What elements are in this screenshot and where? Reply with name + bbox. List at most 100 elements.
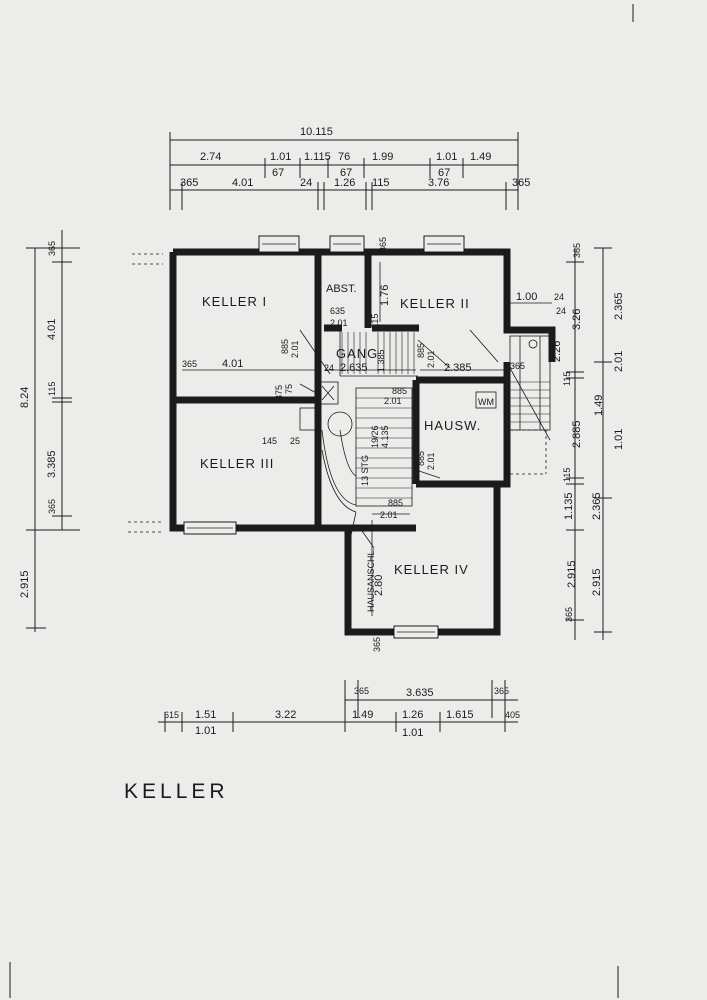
stair-steps-label: 13 STG [360, 455, 370, 486]
dim-top-365a: 365 [180, 177, 198, 189]
stair-length-label: 4.135 [380, 425, 390, 448]
dim-top-101a: 1.01 [270, 151, 291, 163]
room-labels: KELLER I KELLER II KELLER III KELLER IV … [200, 283, 494, 612]
dim-inner-2635: 2.635 [340, 362, 368, 374]
flue-objects [299, 381, 497, 437]
bottom-dimensions: 365 3.635 365 615 1.51 3.22 1.49 1.26 1.… [158, 680, 520, 739]
dim-top-24: 24 [300, 177, 312, 189]
dim-right-2885: 2.885 [571, 420, 583, 448]
left-dimensions: 8.24 2.915 365 4.01 115 3.385 365 [19, 230, 80, 632]
room-keller-3-label: KELLER III [200, 456, 274, 471]
crop-marks [9, 4, 634, 998]
dim-inner-401: 4.01 [222, 358, 243, 370]
dim-inner-1385: 1.385 [376, 349, 386, 372]
dim-bottom-615: 615 [164, 710, 179, 720]
stair-ratio-label: 19/26 [370, 425, 380, 448]
dim-right-101: 1.01 [613, 429, 625, 450]
inner-dimensions: 365 4.01 2.635 24 2.385 365 1.76 1.00 24… [182, 237, 572, 652]
walls [169, 248, 556, 636]
dim-inner-201e: 2.01 [426, 452, 436, 470]
dim-left-115: 115 [47, 382, 57, 396]
dim-inner-115a: 115 [370, 314, 380, 328]
stair-hatching [299, 329, 418, 377]
dim-right-2365b: 2.365 [591, 492, 603, 520]
dim-inner-201f: 2.01 [380, 510, 398, 520]
dim-inner-145: 145 [262, 436, 277, 446]
dim-bottom-101b: 1.01 [402, 727, 423, 739]
dim-top-274: 2.74 [200, 151, 221, 163]
dim-top-67a: 67 [272, 167, 284, 179]
dim-inner-885d: 885 [416, 451, 426, 466]
dim-right-365a: 365 [572, 243, 582, 258]
dim-inner-115c: 115 [562, 468, 572, 482]
dim-right-201: 2.01 [613, 351, 625, 372]
room-keller-1-label: KELLER I [202, 294, 267, 309]
dim-left-3385: 3.385 [46, 450, 58, 478]
exterior-stair [509, 335, 551, 441]
dim-bottom-365b: 365 [494, 686, 509, 696]
room-hausw-label: HAUSW. [424, 418, 481, 433]
dim-bottom-365a: 365 [354, 686, 369, 696]
dim-right-365b: 365 [564, 607, 574, 622]
dim-inner-365c: 365 [378, 237, 388, 252]
dim-bottom-405: 405 [505, 710, 520, 720]
dim-right-2365a: 2.365 [613, 292, 625, 320]
dim-inner-201b: 2.01 [330, 318, 348, 328]
dim-left-365b: 365 [47, 499, 57, 514]
dim-bottom-151: 1.51 [195, 709, 216, 721]
dim-bottom-322: 3.22 [275, 709, 296, 721]
basement-stair [321, 387, 413, 541]
dim-inner-176: 1.76 [379, 285, 391, 306]
room-gang-label: GANG [336, 346, 378, 361]
dim-inner-75: 75 [284, 384, 294, 394]
dim-right-2915b: 2.915 [566, 560, 578, 588]
dim-inner-375: 375 [274, 385, 284, 400]
dim-inner-885c: 885 [416, 343, 426, 358]
dim-inner-365b: 365 [510, 361, 525, 371]
dim-right-326: 3.26 [571, 309, 583, 330]
room-keller-4-label: KELLER IV [394, 562, 469, 577]
dim-inner-201c: 2.01 [384, 396, 402, 406]
dim-top-67c: 67 [438, 167, 450, 179]
dim-inner-280: 2.80 [373, 575, 385, 596]
dim-inner-201d: 2.01 [426, 350, 436, 368]
top-dimensions: 10.115 2.74 1.01 1.115 76 1.99 1.01 1.49… [169, 126, 530, 210]
washing-machine-label: WM [478, 397, 494, 407]
dim-inner-25: 25 [290, 436, 300, 446]
dim-top-126: 1.26 [334, 177, 355, 189]
dim-right-2915a: 2.915 [591, 568, 603, 596]
dim-inner-885e: 885 [388, 498, 403, 508]
dim-inner-2385: 2.385 [444, 362, 472, 374]
dim-top-101b: 1.01 [436, 151, 457, 163]
dim-inner-100: 1.00 [516, 291, 537, 303]
dim-inner-24a: 24 [324, 363, 334, 373]
dim-left-401: 4.01 [46, 319, 58, 340]
dim-inner-24c: 24 [556, 306, 566, 316]
dim-top-376: 3.76 [428, 177, 449, 189]
dim-inner-24b: 24 [554, 292, 564, 302]
dim-top-67b: 67 [340, 167, 352, 179]
dim-inner-365d: 365 [372, 637, 382, 652]
dim-top-401: 4.01 [232, 177, 253, 189]
dim-left-2915: 2.915 [19, 570, 31, 598]
windows [183, 235, 465, 639]
drawing-title: KELLER [124, 780, 229, 803]
dim-inner-365a: 365 [182, 359, 197, 369]
dim-top-total: 10.115 [300, 126, 333, 138]
dim-top-199: 1.99 [372, 151, 393, 163]
dim-bottom-149: 1.49 [352, 709, 373, 721]
room-abst-label: ABST. [326, 283, 357, 295]
dim-right-1135: 1.135 [563, 492, 575, 520]
dim-inner-885a: 885 [280, 339, 290, 354]
dim-left-824: 8.24 [19, 387, 31, 408]
dim-top-1115: 1.115 [304, 151, 331, 163]
dim-top-149: 1.49 [470, 151, 491, 163]
dim-inner-885b: 885 [392, 386, 407, 396]
dim-bottom-101a: 1.01 [195, 725, 216, 737]
dim-bottom-126: 1.26 [402, 709, 423, 721]
room-keller-2-label: KELLER II [400, 296, 470, 311]
dim-inner-201a: 2.01 [290, 340, 300, 358]
dim-inner-635: 635 [330, 306, 345, 316]
